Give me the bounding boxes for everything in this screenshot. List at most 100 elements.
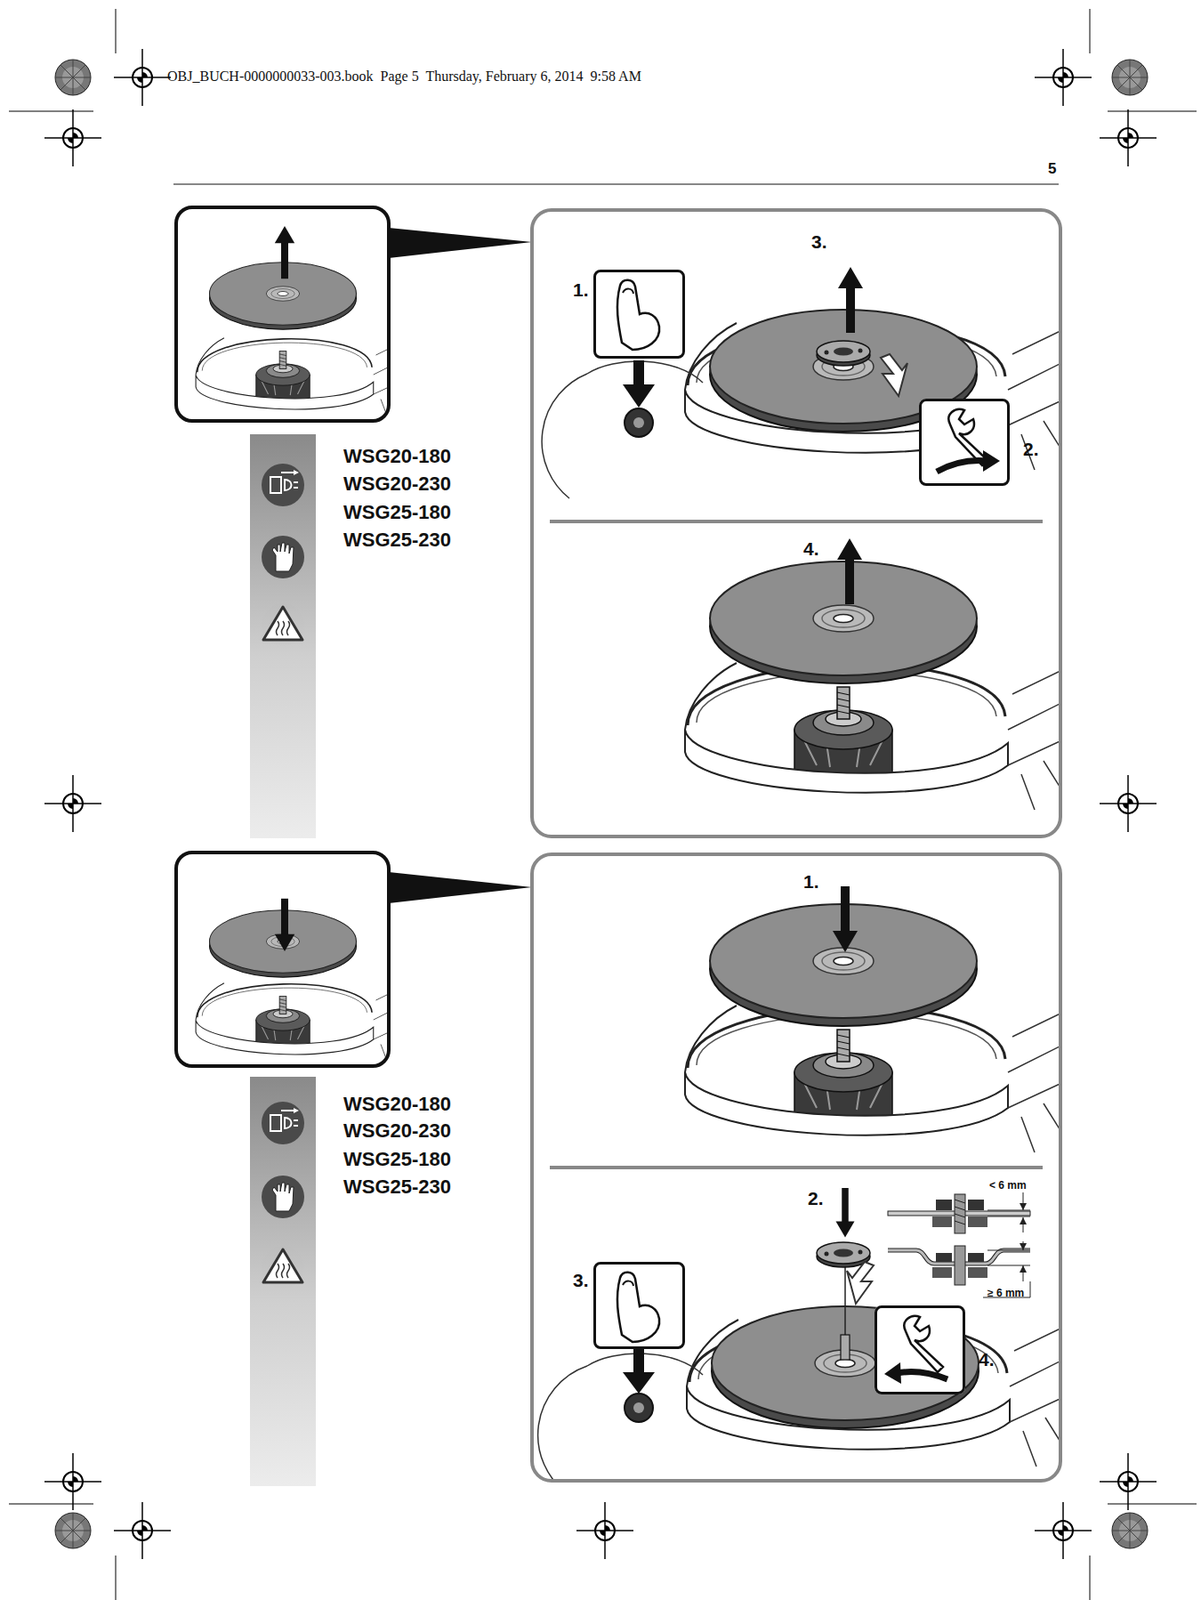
- info-band: [261, 603, 305, 646]
- step-panel: [538, 886, 1059, 1479]
- crop-marks: [8, 8, 1197, 1600]
- step-panel: [587, 361, 703, 383]
- cross-section: [1019, 1202, 1027, 1210]
- inset-view: [176, 852, 389, 1066]
- step-panel: [838, 266, 863, 333]
- inset-view: [256, 996, 311, 1045]
- step-panel: [617, 1272, 660, 1342]
- cross-section: [967, 1199, 984, 1210]
- step-panel: [837, 538, 863, 605]
- info-band: WSG20-180WSG20-230WSG25-180WSG25-230: [249, 1076, 316, 1486]
- step-panel: [832, 886, 858, 952]
- inset-view: [274, 898, 295, 952]
- step-panel: [531, 209, 1066, 837]
- crop-marks: [1099, 1452, 1157, 1510]
- step-panel: [624, 408, 653, 437]
- step-panel: [549, 1165, 1043, 1169]
- inset-view: [195, 225, 387, 420]
- model-name: WSG20-180: [343, 444, 452, 468]
- model-name: WSG25-230: [343, 528, 452, 552]
- crop-marks: [1112, 59, 1148, 96]
- inset-view: [274, 225, 295, 279]
- step-panel: [685, 662, 1059, 810]
- step-panel: [617, 280, 660, 350]
- step-number: 2.: [807, 1187, 824, 1210]
- crop-marks: [55, 1512, 91, 1548]
- cross-section: [967, 1216, 988, 1227]
- step-panel: [624, 1393, 653, 1422]
- inset-view: [195, 898, 387, 1064]
- file-header: OBJ_BUCH-0000000033-003.book Page 5 Thur…: [167, 68, 642, 85]
- inset-view: [388, 871, 532, 903]
- cross-section: [1019, 1265, 1027, 1273]
- header-rule: [173, 183, 1059, 185]
- step-panel: [794, 1029, 893, 1117]
- cross-section: [935, 1199, 952, 1210]
- step-panel: [622, 1371, 655, 1394]
- step-panel: [593, 269, 686, 359]
- step-panel: [531, 854, 1068, 1495]
- step-panel: [816, 340, 871, 366]
- crop-marks: [1099, 774, 1157, 832]
- step-panel: [633, 360, 645, 387]
- step-panel: [816, 340, 871, 366]
- step-panel: [816, 1241, 871, 1267]
- cross-section: [987, 1192, 1031, 1233]
- step-panel: [622, 384, 655, 408]
- step-number: 1.: [572, 279, 589, 301]
- info-band: [249, 1076, 316, 1486]
- step-panel: [846, 1261, 874, 1304]
- model-name: WSG20-180: [343, 1092, 452, 1116]
- step-panel: [874, 1305, 966, 1395]
- dimension: < 6 mm: [989, 1178, 1027, 1192]
- step-number: 4.: [803, 538, 820, 560]
- info-band: WSG20-180WSG20-230WSG25-180WSG25-230: [249, 434, 316, 839]
- model-name: WSG25-180: [343, 500, 452, 524]
- step-panel: [633, 1402, 645, 1413]
- cross-section: [932, 1216, 952, 1227]
- step-panel: [918, 398, 1010, 486]
- step-number: 2.: [1023, 438, 1040, 460]
- page-number: 5: [1047, 160, 1056, 178]
- cross-section: [1019, 1242, 1027, 1250]
- step-panel: [936, 460, 988, 473]
- step-panel: [836, 1187, 855, 1238]
- inset-view: [195, 338, 387, 420]
- step-icon-box: 2.: [918, 398, 1010, 486]
- crop-marks: [113, 48, 171, 106]
- step-panel: [686, 1319, 1059, 1467]
- inset-view: [256, 351, 311, 400]
- inset-view: [176, 207, 389, 421]
- step-panel: [794, 686, 893, 774]
- step-number: 4.: [978, 1348, 995, 1371]
- step-panel: [832, 886, 858, 952]
- inset-view: [274, 898, 295, 952]
- inset-view: [176, 852, 532, 1066]
- step-icon-box: 3.: [593, 1261, 686, 1349]
- cross-section: [935, 1252, 952, 1262]
- info-band: [261, 535, 305, 579]
- dimension: ≥ 6 mm: [987, 1286, 1024, 1299]
- step-panel: [541, 373, 588, 499]
- cross-section: [954, 1245, 966, 1285]
- cross-section: [967, 1252, 984, 1262]
- step-panel: [686, 1319, 1059, 1467]
- cross-section: [932, 1266, 952, 1278]
- model-name: WSG25-180: [343, 1147, 452, 1171]
- inset-view: [195, 338, 387, 420]
- step-panel: [948, 409, 988, 466]
- step-panel: [541, 266, 1059, 810]
- model-name: WSG20-230: [343, 1119, 452, 1143]
- step-panel: [903, 1315, 944, 1372]
- step-number: 3.: [811, 231, 828, 253]
- step-panel: [816, 1241, 871, 1267]
- info-band: [261, 1101, 305, 1145]
- crop-marks: [44, 109, 102, 167]
- cross-section: [987, 1241, 1031, 1282]
- info-band: [261, 463, 305, 507]
- step-panel: [685, 662, 1059, 810]
- cross-section: [1019, 1217, 1027, 1225]
- step-panel: [983, 450, 1000, 472]
